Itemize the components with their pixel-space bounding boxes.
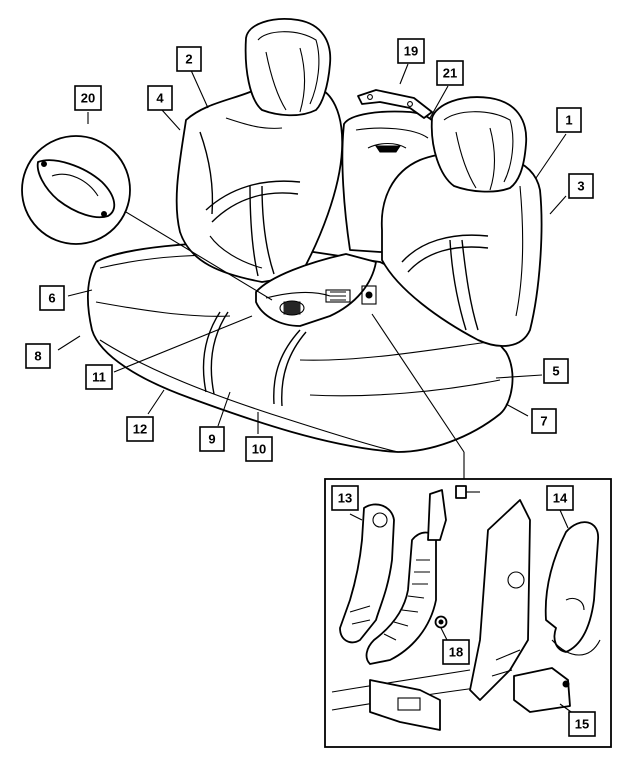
callout-14: 14 bbox=[546, 485, 574, 511]
callout-8-label: 8 bbox=[34, 349, 41, 364]
callout-18-label: 18 bbox=[449, 645, 463, 660]
callout-3: 3 bbox=[568, 173, 594, 199]
callout-1-label: 1 bbox=[565, 113, 572, 128]
callout-2-label: 2 bbox=[185, 52, 192, 67]
callout-5-label: 5 bbox=[552, 364, 559, 379]
callout-21: 21 bbox=[436, 60, 464, 86]
callout-4-label: 4 bbox=[156, 91, 164, 106]
callout-14-label: 14 bbox=[553, 491, 568, 506]
callout-10-label: 10 bbox=[252, 442, 266, 457]
callout-10: 10 bbox=[245, 436, 273, 462]
callout-9-label: 9 bbox=[208, 432, 215, 447]
callout-13: 13 bbox=[331, 485, 359, 511]
callout-3-label: 3 bbox=[577, 179, 584, 194]
detail-inset-box bbox=[324, 313, 612, 748]
callout-15-label: 15 bbox=[575, 717, 589, 732]
detail-circle-part-20 bbox=[21, 135, 273, 301]
callout-8: 8 bbox=[25, 343, 51, 369]
bracket-part-19 bbox=[357, 89, 433, 119]
callout-6-label: 6 bbox=[48, 291, 55, 306]
callout-1: 1 bbox=[556, 107, 582, 133]
callout-18: 18 bbox=[442, 639, 470, 665]
callout-11-label: 11 bbox=[92, 370, 106, 385]
callout-13-label: 13 bbox=[338, 491, 352, 506]
callout-7-label: 7 bbox=[540, 414, 547, 429]
callout-9: 9 bbox=[199, 426, 225, 452]
callout-20-label: 20 bbox=[81, 91, 95, 106]
callout-5: 5 bbox=[543, 358, 569, 384]
seat-cushion bbox=[87, 242, 514, 453]
callout-11: 11 bbox=[85, 364, 113, 390]
callout-12-label: 12 bbox=[133, 422, 147, 437]
callout-20: 20 bbox=[74, 85, 102, 111]
callout-2: 2 bbox=[176, 46, 202, 72]
callout-19: 19 bbox=[397, 38, 425, 64]
callout-6: 6 bbox=[39, 285, 65, 311]
callout-7: 7 bbox=[531, 408, 557, 434]
callout-4: 4 bbox=[147, 85, 173, 111]
callout-15: 15 bbox=[568, 711, 596, 737]
right-seat-back bbox=[361, 96, 543, 347]
callout-19-label: 19 bbox=[404, 44, 418, 59]
callout-12: 12 bbox=[126, 416, 154, 442]
callout-21-label: 21 bbox=[443, 66, 457, 81]
left-seat-back bbox=[175, 18, 343, 283]
